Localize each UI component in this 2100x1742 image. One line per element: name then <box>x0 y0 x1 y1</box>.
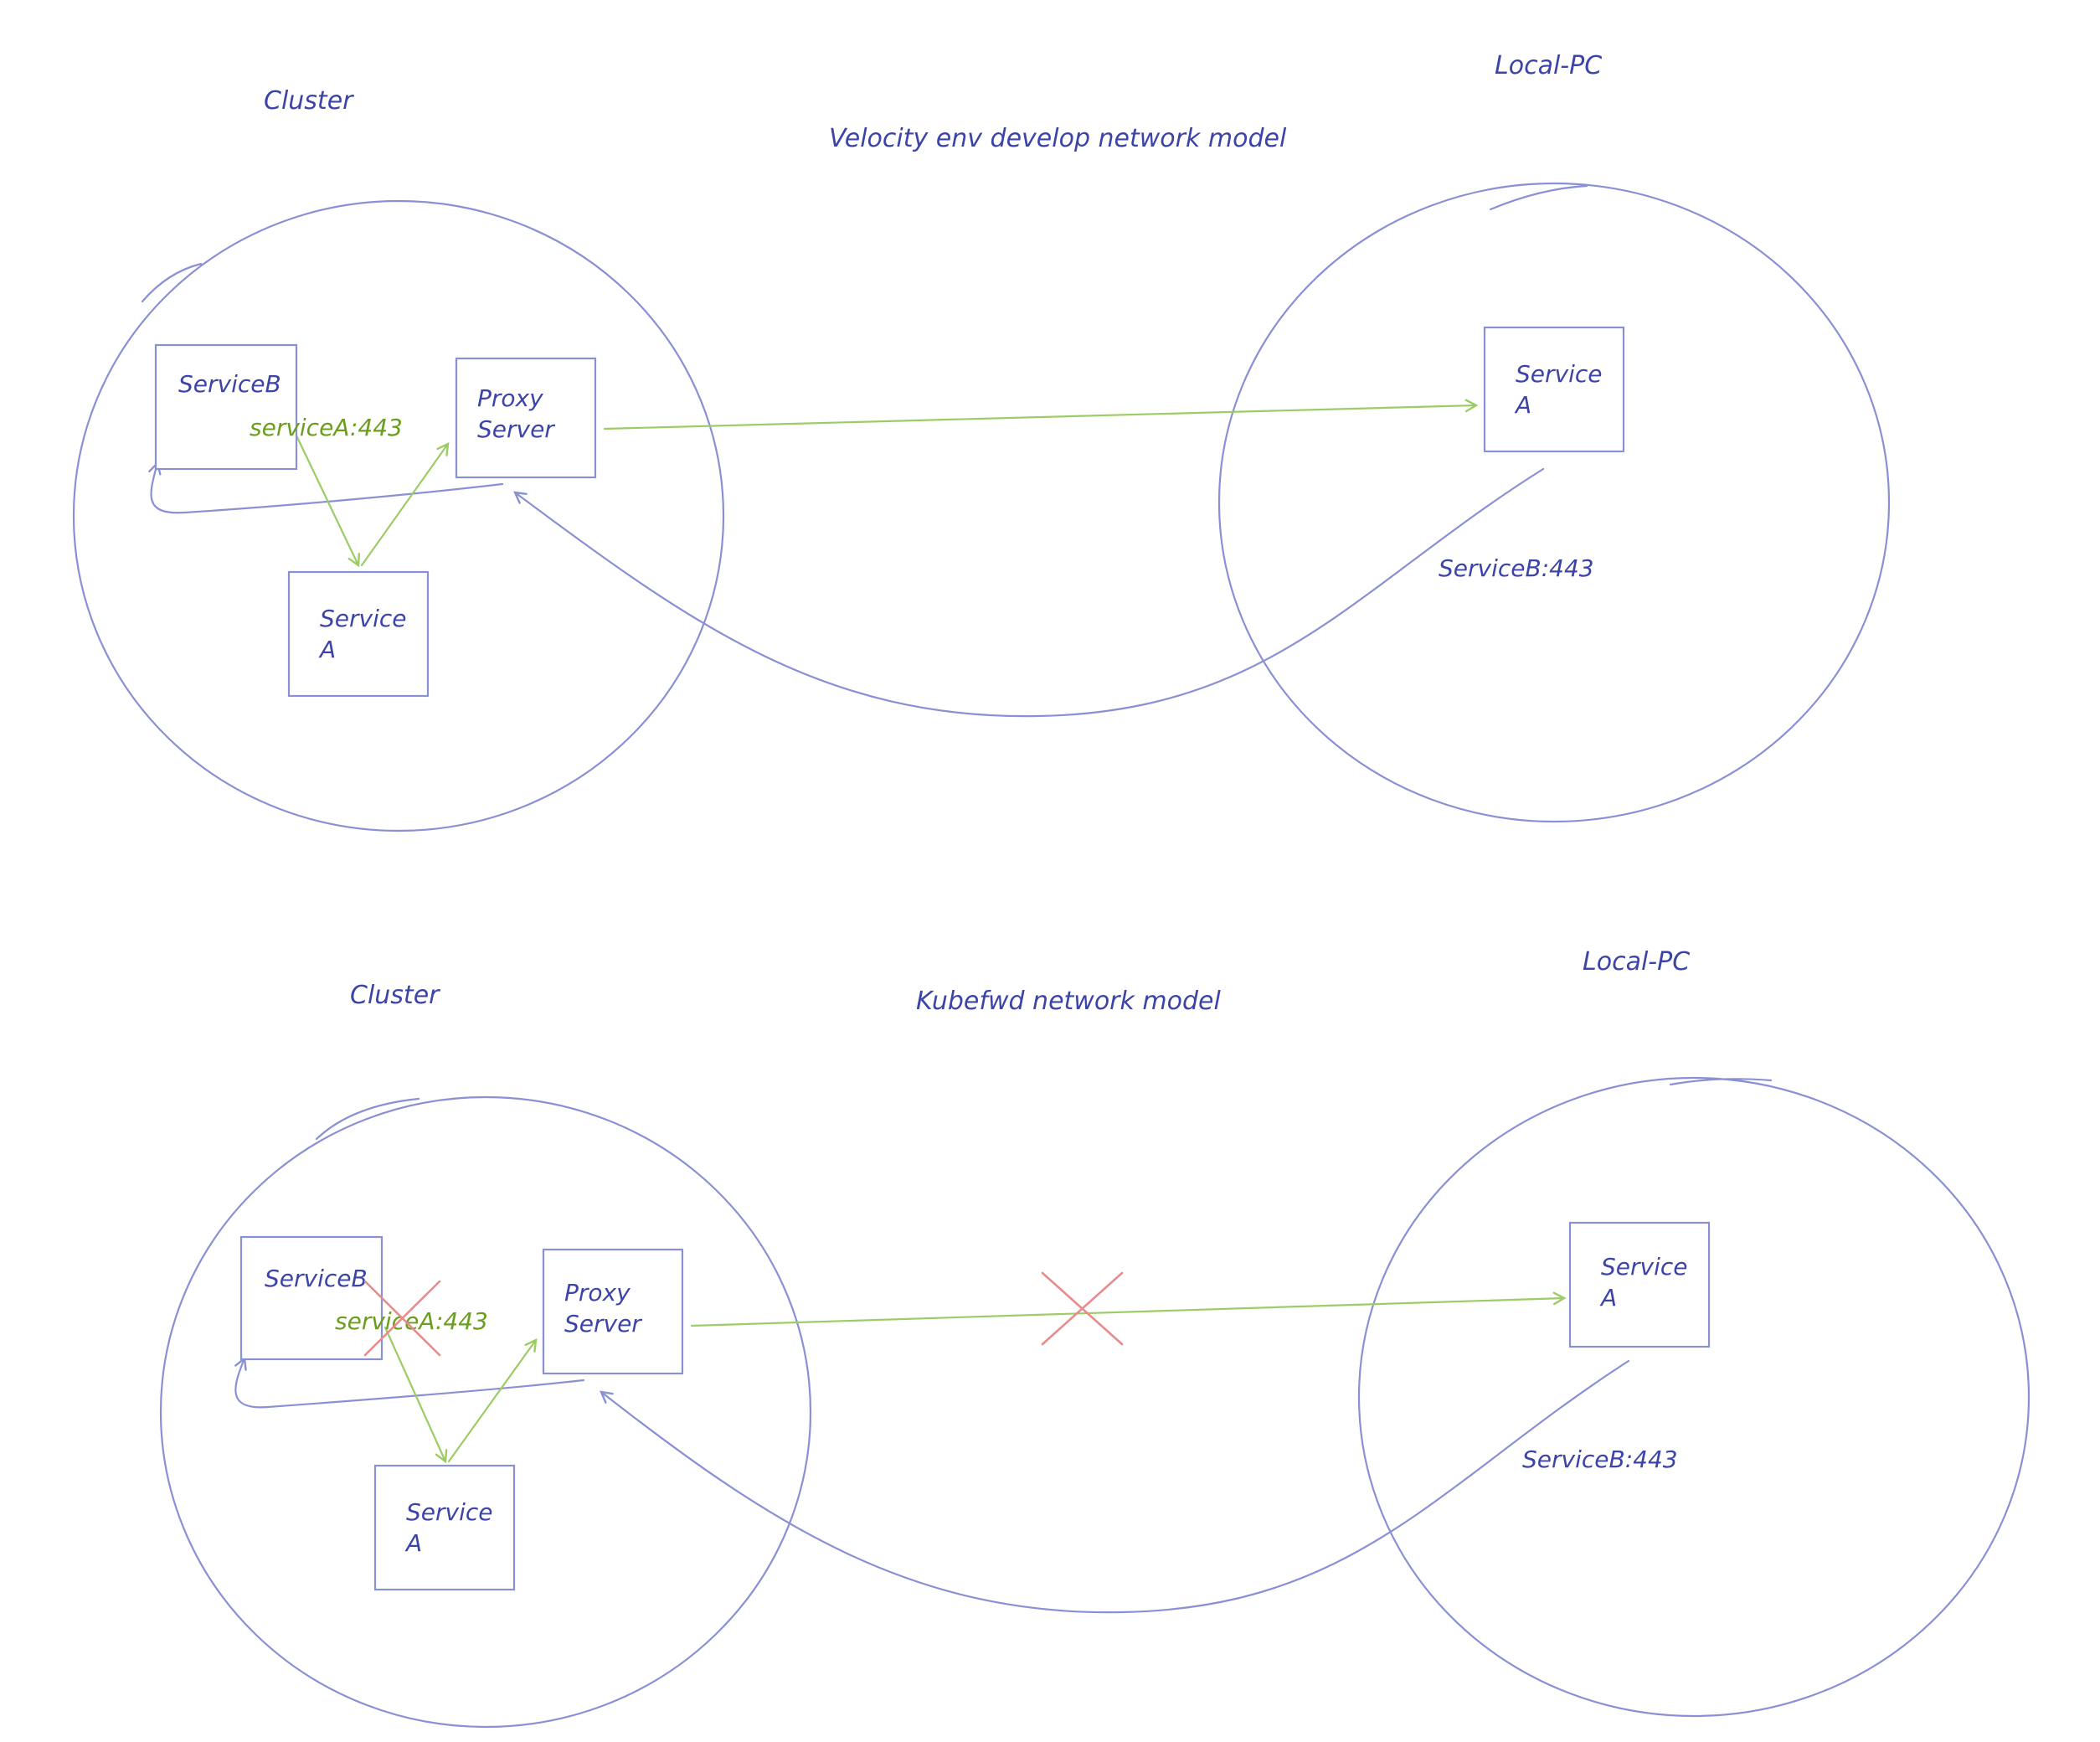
cluster-label: Cluster <box>264 86 354 116</box>
blue-address-label: ServiceB:443 <box>1439 554 1594 582</box>
blocked-connection-cross <box>1041 1271 1124 1346</box>
proxy-to-serviceb-path <box>234 1356 585 1409</box>
proxy-label-line2: Server <box>477 415 555 443</box>
cluster-label: Cluster <box>350 981 440 1010</box>
cluster-circle <box>159 1095 812 1729</box>
green-address-label: serviceA:443 <box>250 414 403 441</box>
proxy-label-line2: Server <box>564 1310 642 1337</box>
proxy-to-local-arrow <box>690 1291 1567 1327</box>
local-service-a-line1: Service <box>1516 360 1602 388</box>
local-service-a-line2: A <box>1514 391 1531 419</box>
serviceb-box: ServiceB <box>154 343 298 471</box>
local-service-a-line2: A <box>1599 1284 1617 1312</box>
blue-address-label: ServiceB:443 <box>1522 1446 1678 1473</box>
local-service-a-box: Service A <box>1483 326 1625 453</box>
serviceb-box: ServiceB <box>239 1235 383 1361</box>
kubefwd-diagram: Kubefwd network model Cluster Local-PC S… <box>159 947 2031 1729</box>
cluster-circle-overlap <box>315 1097 420 1141</box>
local-pc-label: Local-PC <box>1495 51 1602 80</box>
local-pc-circle <box>1217 182 1891 823</box>
servicea-to-proxy-arrow <box>360 441 450 567</box>
cluster-service-a-line1: Service <box>406 1498 492 1526</box>
cluster-service-a-box: Service A <box>373 1464 516 1591</box>
cluster-service-a-box: Service A <box>287 570 430 698</box>
serviceb-label: ServiceB <box>178 370 281 398</box>
proxy-server-box: Proxy Server <box>542 1248 684 1375</box>
proxy-to-local-arrow <box>603 399 1479 430</box>
velocity-diagram: Velocity env develop network model Clust… <box>72 51 1891 832</box>
return-path-to-proxy <box>600 1359 1630 1614</box>
green-address-label: serviceA:443 <box>335 1307 488 1335</box>
cluster-circle <box>72 199 725 832</box>
cluster-circle-overlap <box>141 262 203 303</box>
return-path-to-proxy <box>513 467 1545 718</box>
proxy-label-line1: Proxy <box>564 1279 631 1306</box>
cluster-service-a-line2: A <box>404 1529 422 1557</box>
cluster-service-a-line1: Service <box>320 605 406 632</box>
local-pc-circle-overlap <box>1669 1078 1773 1086</box>
serviceb-to-servicea-arrow <box>295 434 361 568</box>
proxy-server-box: Proxy Server <box>455 357 597 479</box>
local-service-a-box: Service A <box>1568 1221 1711 1348</box>
servicea-to-proxy-arrow <box>447 1337 538 1463</box>
serviceb-to-servicea-arrow <box>383 1326 448 1464</box>
cluster-service-a-line2: A <box>318 636 336 663</box>
local-pc-circle <box>1357 1076 2031 1718</box>
local-pc-label: Local-PC <box>1583 947 1690 977</box>
local-pc-circle-overlap <box>1489 184 1588 211</box>
proxy-to-serviceb-path <box>148 461 504 514</box>
diagram-title: Velocity env develop network model <box>829 124 1287 153</box>
proxy-label-line1: Proxy <box>477 384 543 412</box>
diagram-title: Kubefwd network model <box>916 987 1222 1016</box>
blocked-dns-cross <box>363 1280 441 1357</box>
serviceb-label: ServiceB <box>265 1265 368 1292</box>
local-service-a-line1: Service <box>1601 1253 1687 1281</box>
